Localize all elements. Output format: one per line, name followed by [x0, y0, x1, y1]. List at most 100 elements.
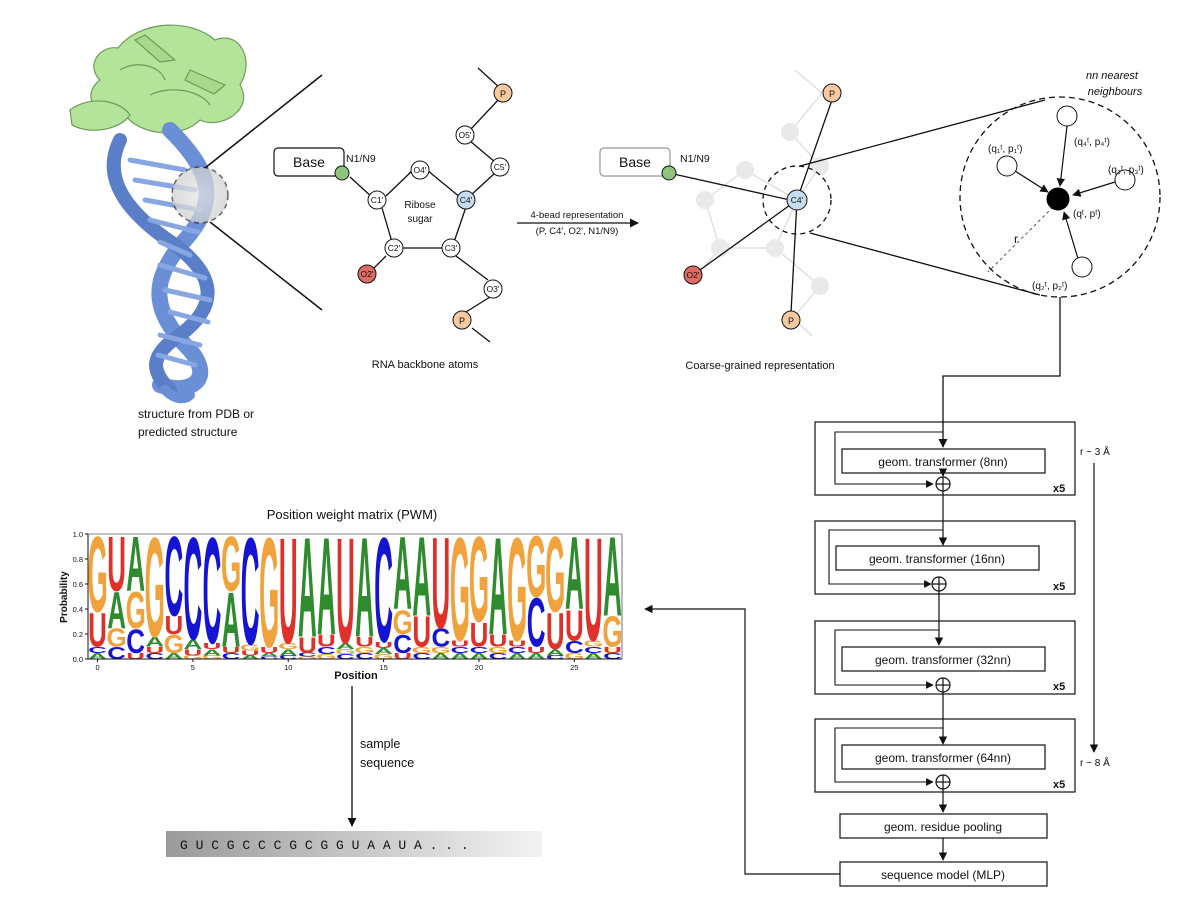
atom-o3-label: O3': [487, 284, 500, 294]
cg-o2-label: O2': [687, 270, 700, 280]
cg-phosphate-bottom-label: P: [788, 316, 794, 326]
logo-letter-G: G: [221, 520, 241, 607]
logo-letter-C: C: [298, 652, 317, 658]
y-tick-label: 0.8: [73, 555, 83, 564]
radius-line: [987, 206, 1054, 273]
logo-letter-G: G: [526, 518, 546, 616]
rna-helix-cartoon: [106, 122, 215, 404]
logo-letter-G: G: [316, 653, 336, 661]
logo-letter-A: A: [279, 648, 298, 658]
logo-letter-A: A: [508, 651, 527, 661]
y-tick-label: 0.2: [73, 630, 83, 639]
logo-letter-G: G: [335, 648, 355, 656]
logo-letter-A: A: [393, 516, 412, 633]
transformer-block-1: geom. transformer (8nn) x5: [814, 421, 1076, 546]
logo-letter-U: U: [546, 602, 565, 660]
logo-letter-U: U: [584, 508, 603, 672]
logo-letter-G: G: [488, 645, 508, 655]
logo-letter-C: C: [603, 651, 622, 661]
structure-caption-line2: predicted structure: [138, 425, 238, 439]
atom-o3: [483, 279, 503, 299]
logo-letter-C: C: [565, 637, 584, 657]
logo-letter-G: G: [240, 643, 260, 653]
logo-letter-G: G: [583, 639, 603, 649]
sample-label-line2: sequence: [360, 756, 414, 770]
x-tick-label: 25: [570, 663, 578, 672]
logo-letter-C: C: [164, 515, 183, 640]
model-pipeline: geom. transformer (8nn) x5 geom. transfo…: [644, 297, 1110, 887]
logo-letter-U: U: [470, 616, 489, 655]
logo-letter-A: A: [164, 651, 183, 661]
n-atom: [334, 165, 350, 181]
logo-letter-C: C: [374, 506, 393, 673]
mlp-box: [839, 861, 1048, 887]
logo-letter-A: A: [470, 651, 489, 661]
logo-letter-U: U: [298, 633, 317, 658]
neighbour-title-line2: neighbours: [1088, 86, 1143, 98]
logo-letter-U: U: [374, 640, 393, 650]
cg-phosphate-top-label: P: [829, 89, 835, 99]
transformer-block-2-label: geom. transformer (16nn): [869, 552, 1005, 566]
logo-letter-U: U: [203, 641, 222, 651]
logo-letter-G: G: [354, 645, 374, 655]
backbone-atoms-diagram: Base N1/N9 O4' C1' C4' C2' C3' O2' O3' O…: [273, 67, 513, 371]
logo-letter-C: C: [317, 645, 336, 657]
atom-phosphate-bottom: [452, 310, 472, 330]
atom-c2: [384, 238, 404, 258]
logo-letter-C: C: [412, 651, 431, 661]
neighbour-diagram: nn nearest neighbours r (q₁ᵗ, p₁ᵗ) (q₄ᵗ,…: [959, 70, 1161, 298]
neighbour-2-label: (q₂ᵗ, p₂ᵗ): [1032, 281, 1068, 292]
x-tick-label: 0: [95, 663, 99, 672]
cg-phosphate-top: [822, 83, 842, 103]
logo-letter-A: A: [298, 507, 317, 667]
logo-letter-U: U: [279, 506, 298, 675]
sampled-sequence: G U C G C C C G C G G U A A U A . . .: [180, 838, 469, 853]
logo-letter-G: G: [564, 651, 584, 661]
neighbour-4-label: (q₄ᵗ, p₄ᵗ): [1074, 137, 1110, 148]
atom-c4: [456, 190, 476, 210]
logo-letter-U: U: [88, 604, 107, 658]
logo-letter-C: C: [336, 653, 355, 661]
x-tick-label: 5: [191, 663, 195, 672]
logo-letter-C: C: [126, 622, 145, 661]
centre-label: (qᵗ, pᵗ): [1073, 209, 1101, 220]
logo-letter-A: A: [603, 515, 622, 640]
logo-letter-C: C: [260, 656, 279, 660]
logo-letter-C: C: [489, 651, 508, 661]
atom-c1: [367, 190, 387, 210]
logo-letter-A: A: [412, 515, 431, 640]
logo-letter-U: U: [355, 634, 374, 649]
logo-letter-U: U: [222, 645, 241, 655]
transformer-block-2: geom. transformer (16nn) x5: [814, 520, 1076, 646]
logo-letter-A: A: [184, 637, 203, 652]
logo-letter-C: C: [527, 586, 546, 663]
atom-phosphate-bottom-label: P: [459, 316, 465, 326]
logo-letter-U: U: [107, 520, 126, 607]
cg-o2-bead: [683, 265, 703, 285]
atom-o2-label: O2': [361, 269, 374, 279]
logo-letter-A: A: [527, 651, 546, 661]
cg-c4-bead: [786, 189, 808, 211]
neighbour-3: [1114, 169, 1136, 191]
atom-o2: [357, 264, 377, 284]
neighbour-1-label: (q₁ᵗ, p₁ᵗ): [988, 144, 1022, 155]
backbone-caption: RNA backbone atoms: [372, 359, 479, 371]
logo-letter-C: C: [279, 654, 298, 660]
logo-letter-U: U: [126, 651, 145, 661]
logo-letter-U: U: [489, 631, 508, 651]
logo-letter-A: A: [451, 651, 470, 661]
logo-letter-C: C: [145, 651, 164, 661]
atom-o5-label: O5': [459, 130, 472, 140]
y-tick-label: 0.0: [73, 655, 83, 664]
logo-letter-G: G: [469, 511, 489, 648]
atom-c3-label: C3': [445, 243, 458, 253]
logo-letter-A: A: [203, 648, 222, 658]
radius-bottom-label: r ~ 8 Å: [1080, 756, 1110, 769]
logo-letter-A: A: [88, 651, 107, 661]
neighbour-4: [1056, 105, 1078, 127]
logo-letter-A: A: [317, 510, 336, 664]
cg-c4-label: C4': [791, 195, 804, 205]
logo-letter-U: U: [184, 648, 203, 658]
